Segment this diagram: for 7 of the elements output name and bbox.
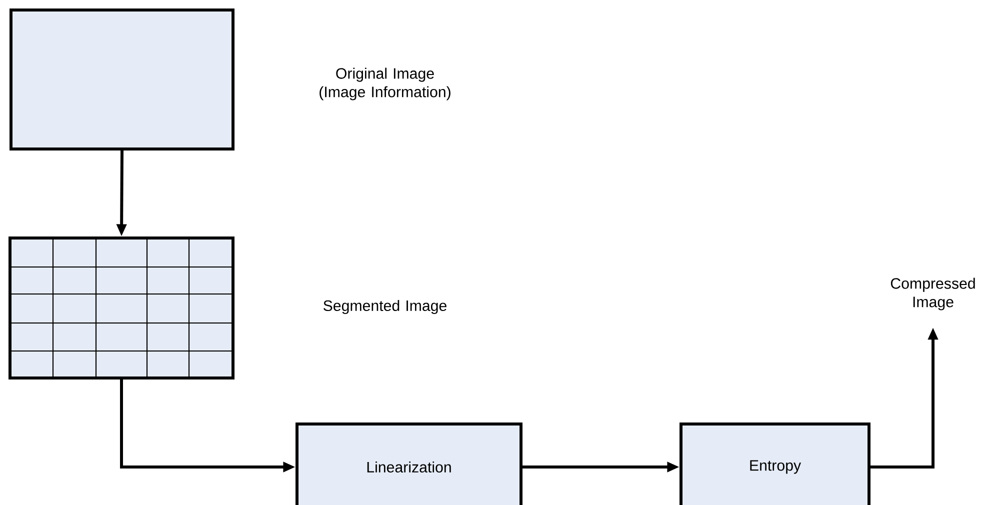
- text-label: Compressed Image: [890, 278, 975, 310]
- image-label: Segmented Image: [324, 300, 446, 314]
- process-box: Linearization: [296, 422, 522, 505]
- image-box: [10, 8, 234, 150]
- process-box: Entropy: [680, 422, 870, 505]
- image-label: Original Image (Image Information): [320, 68, 450, 100]
- grid-box: [8, 236, 234, 380]
